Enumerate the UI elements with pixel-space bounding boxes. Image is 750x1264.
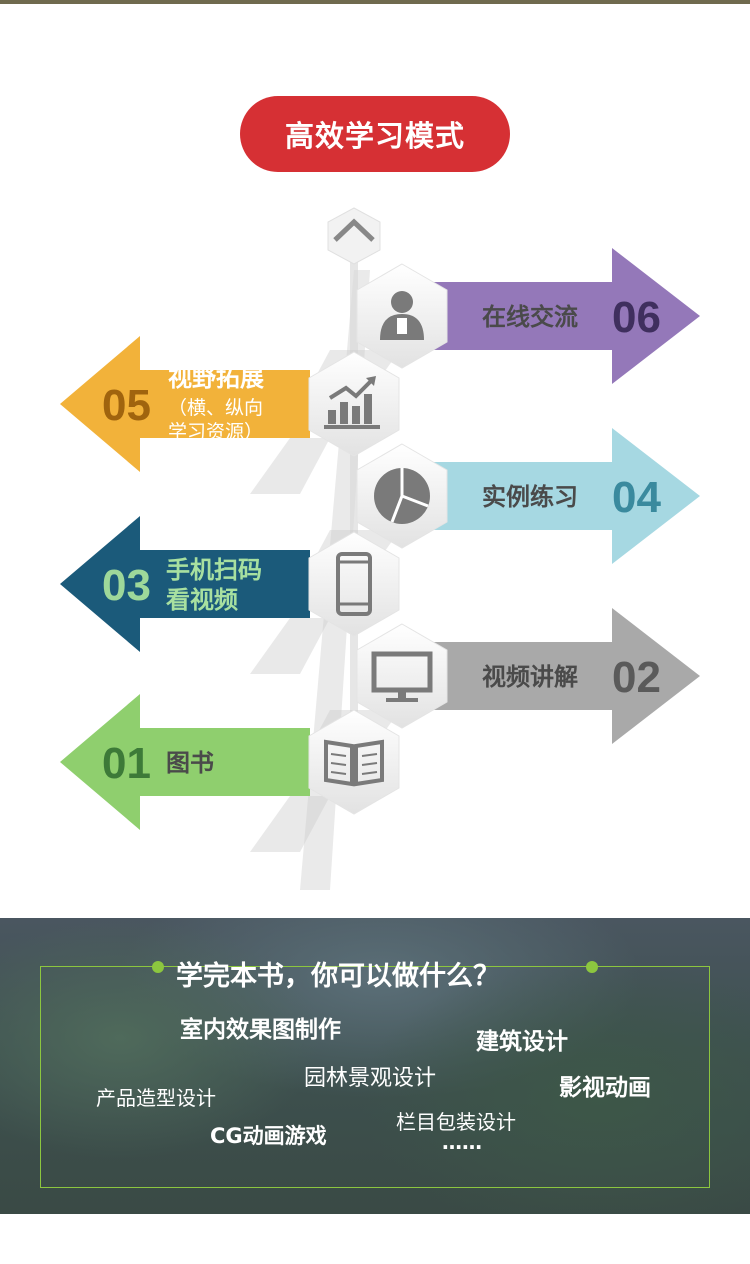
pie-chart-icon (374, 468, 430, 524)
step-hex-02 (356, 623, 448, 729)
keyword-cg: CG动画游戏 (210, 1124, 327, 1148)
step-number-05: 05 (102, 381, 151, 430)
right-dot (586, 961, 598, 973)
step-arrow-04 (400, 428, 700, 564)
person-icon (380, 291, 424, 340)
step-sublabel-05a: （横、纵向 (168, 397, 263, 419)
step-label-06: 在线交流 (482, 303, 578, 331)
step-number-04: 04 (612, 473, 661, 522)
keyword-product: 产品造型设计 (96, 1086, 216, 1110)
spine (350, 250, 358, 810)
step-label-02: 视频讲解 (482, 663, 578, 691)
keyword-landscape: 园林景观设计 (304, 1066, 437, 1091)
panel-heading: 学完本书，你可以做什么？ (176, 961, 500, 992)
keyword-interior: 室内效果图制作 (180, 1017, 341, 1043)
step-hex-03 (308, 531, 400, 637)
step-sublabel-05b: 学习资源） (168, 421, 263, 443)
step-arrow-02 (400, 608, 700, 744)
panel-frame (40, 966, 710, 1188)
book-icon (324, 739, 384, 787)
bottom-panel: 学完本书，你可以做什么？ 室内效果图制作 建筑设计 园林景观设计 产品造型设计 … (0, 918, 750, 1214)
left-dot (152, 961, 164, 973)
chevron-up-icon (333, 218, 375, 242)
page-title: 高效学习模式 (240, 96, 510, 172)
step-arrow-06 (400, 248, 700, 384)
arrow-shadow (250, 618, 330, 674)
step-number-03: 03 (102, 561, 151, 610)
mobile-phone-icon (336, 552, 372, 616)
monitor-icon (371, 651, 433, 702)
arrow-shadow (250, 796, 330, 852)
keyword-film: 影视动画 (559, 1075, 651, 1101)
step-label-05: 视野拓展 (168, 364, 264, 392)
step-arrow-01 (60, 694, 310, 830)
step-label-03: 手机扫码 (166, 556, 262, 584)
step-label-01: 图书 (166, 749, 214, 777)
keyword-broadcast: 栏目包装设计 (396, 1110, 516, 1134)
step-arrow-03 (60, 516, 310, 652)
top-strip (0, 0, 750, 4)
step-hex-05 (308, 351, 400, 457)
keyword-ellipsis: …… (442, 1130, 482, 1154)
arrow-shadow (250, 438, 330, 494)
step-number-01: 01 (102, 739, 151, 788)
growth-chart-icon (324, 376, 380, 429)
step-number-06: 06 (612, 293, 661, 342)
top-hex (327, 207, 381, 265)
step-label-03b: 看视频 (166, 586, 238, 614)
step-arrow-05 (60, 336, 310, 472)
keyword-architecture: 建筑设计 (476, 1029, 568, 1055)
step-number-02: 02 (612, 653, 661, 702)
step-label-04: 实例练习 (482, 483, 578, 511)
